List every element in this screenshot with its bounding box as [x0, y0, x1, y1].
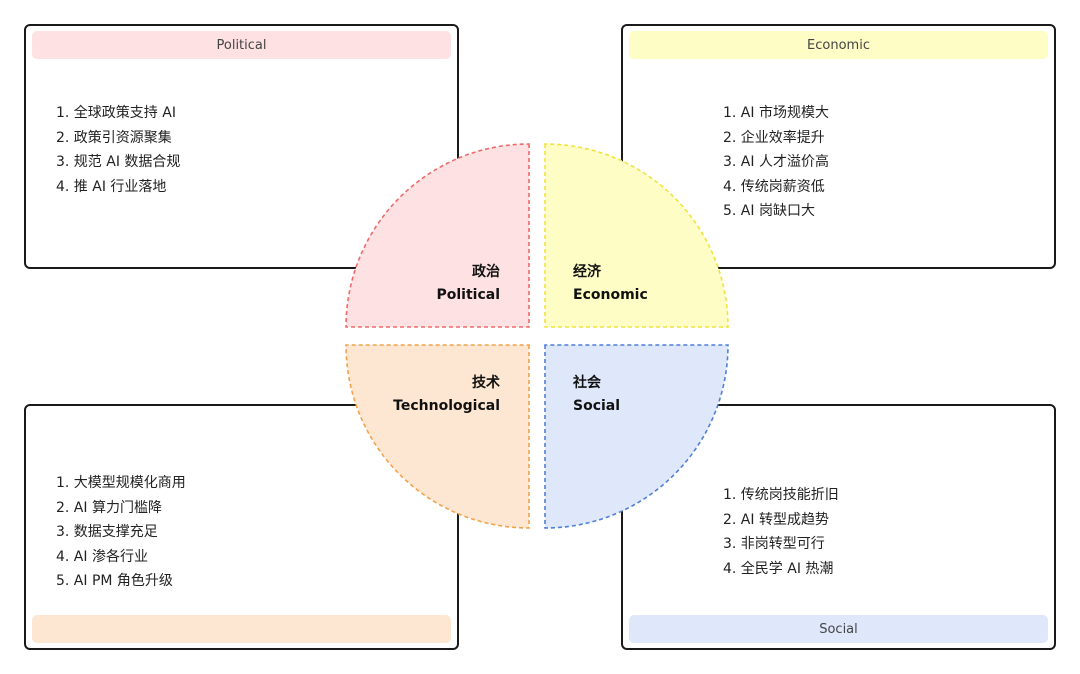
- social-label-cn: 社会: [572, 374, 602, 391]
- social-panel: 1. 传统岗技能折旧 2. AI 转型成趋势 3. 非岗转型可行 4. 全民学 …: [621, 404, 1056, 650]
- list-item: 1. 全球政策支持 AI: [56, 105, 176, 121]
- political-panel: Political 1. 全球政策支持 AI 2. 政策引资源聚集 3. 规范 …: [24, 24, 459, 269]
- political-item-list: 1. 全球政策支持 AI 2. 政策引资源聚集 3. 规范 AI 数据合规 4.…: [56, 101, 180, 199]
- political-panel-header: Political: [32, 31, 451, 59]
- technological-label-en: Technological: [393, 398, 500, 414]
- social-quadrant: [544, 344, 729, 529]
- list-item: 1. AI 市场规模大: [723, 105, 829, 121]
- social-label-en: Social: [573, 398, 620, 414]
- list-item: 2. AI 算力门槛降: [56, 499, 162, 516]
- list-item: 2. AI 转型成趋势: [723, 511, 829, 528]
- list-item: 3. AI 人才溢价高: [723, 154, 829, 170]
- technological-panel-header: [32, 615, 451, 643]
- economic-quadrant: [544, 143, 729, 328]
- technological-label-cn: 技术: [472, 374, 500, 391]
- list-item: 5. AI 岗缺口大: [723, 203, 815, 219]
- technological-item-list: 1. 大模型规模化商用 2. AI 算力门槛降 3. 数据支撑充足 4. AI …: [56, 471, 186, 594]
- social-panel-header: Social: [629, 615, 1048, 643]
- list-item: 4. 推 AI 行业落地: [56, 178, 167, 195]
- list-item: 5. AI PM 角色升级: [56, 573, 173, 589]
- list-item: 3. 非岗转型可行: [723, 536, 825, 552]
- list-item: 3. 规范 AI 数据合规: [56, 154, 181, 170]
- list-item: 2. 企业效率提升: [723, 129, 825, 146]
- political-label-en: Political: [436, 287, 500, 303]
- economic-label-cn: 经济: [573, 263, 602, 280]
- political-label-cn: 政治: [472, 263, 500, 280]
- economic-item-list: 1. AI 市场规模大 2. 企业效率提升 3. AI 人才溢价高 4. 传统岗…: [723, 101, 829, 224]
- political-quadrant: [345, 143, 530, 328]
- list-item: 3. 数据支撑充足: [56, 524, 158, 540]
- technological-quadrant: [345, 344, 530, 529]
- social-item-list: 1. 传统岗技能折旧 2. AI 转型成趋势 3. 非岗转型可行 4. 全民学 …: [723, 483, 839, 581]
- list-item: 4. AI 渗各行业: [56, 548, 148, 565]
- list-item: 4. 全民学 AI 热潮: [723, 560, 834, 577]
- economic-panel-header: Economic: [629, 31, 1048, 59]
- economic-label-en: Economic: [573, 287, 648, 303]
- list-item: 2. 政策引资源聚集: [56, 129, 172, 146]
- list-item: 4. 传统岗薪资低: [723, 178, 825, 195]
- technological-panel: 1. 大模型规模化商用 2. AI 算力门槛降 3. 数据支撑充足 4. AI …: [24, 404, 459, 650]
- list-item: 1. 大模型规模化商用: [56, 475, 186, 491]
- list-item: 1. 传统岗技能折旧: [723, 487, 839, 503]
